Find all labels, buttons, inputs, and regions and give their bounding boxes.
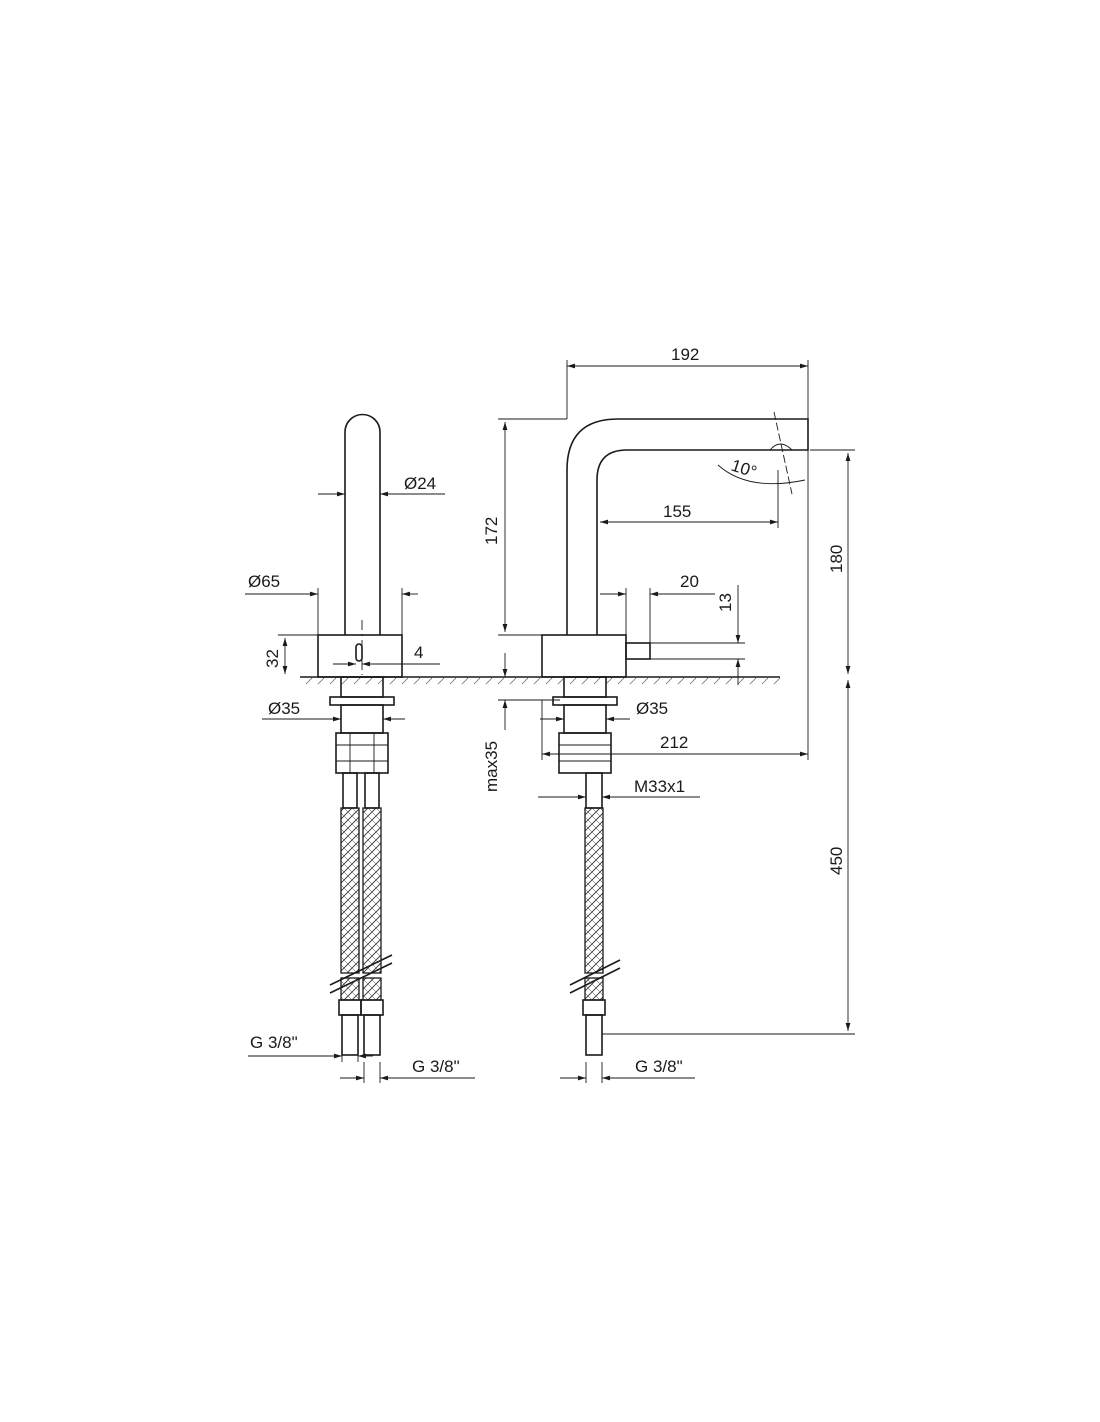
- front-hose-connection-right-label: G 3/8": [412, 1057, 460, 1076]
- side-outlet-height-label: 180: [827, 545, 846, 573]
- front-sensor-width-label: 4: [414, 643, 423, 662]
- front-base-diameter-label: Ø65: [248, 572, 280, 591]
- side-thread-label: M33x1: [634, 777, 685, 796]
- front-hoses: [329, 772, 393, 1056]
- front-spout-diameter-label: Ø24: [404, 474, 436, 493]
- side-view: [541, 411, 809, 1056]
- side-overall-length-label: 192: [671, 345, 699, 364]
- dimensions: Ø24 Ø65 32 4 Ø35 G 3/8" G 3/8" 192 172 1…: [245, 345, 855, 1083]
- front-base-height-label: 32: [263, 649, 282, 668]
- side-spout-reach-label: 155: [663, 502, 691, 521]
- front-shank-diameter-label: Ø35: [268, 699, 300, 718]
- countertop: [300, 676, 781, 685]
- side-shank-diameter-label: Ø35: [636, 699, 668, 718]
- side-hose-length-label: 450: [827, 847, 846, 875]
- front-view: [317, 413, 403, 1056]
- side-spout-height-label: 172: [482, 517, 501, 545]
- side-lever-height-label: 13: [716, 593, 735, 612]
- side-hose-connection-label: G 3/8": [635, 1057, 683, 1076]
- side-max-deck-label: max35: [482, 741, 501, 792]
- side-hose-reach-label: 212: [660, 733, 688, 752]
- side-lever-width-label: 20: [680, 572, 699, 591]
- side-spout-angle-label: 10°: [729, 456, 759, 482]
- front-hose-connection-left-label: G 3/8": [250, 1033, 298, 1052]
